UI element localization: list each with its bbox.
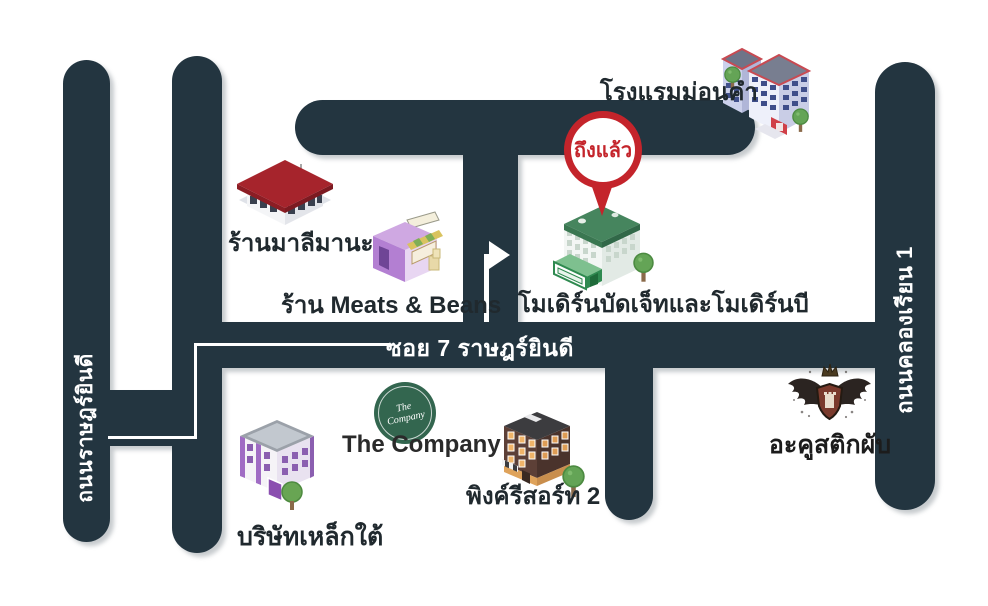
road-branch-to-destination [463, 120, 518, 330]
tree-icon [724, 64, 741, 92]
road-top-horizontal [295, 100, 755, 155]
place-label-modern-budget: โมเดิร์นบัดเจ็ทและโมเดิร์นบี [518, 291, 809, 318]
arrival-badge-label: ถึงแล้ว [573, 140, 633, 162]
road-label-soi-7: ซอย 7 ราษฎร์ยินดี [386, 335, 574, 361]
route-line [194, 343, 389, 346]
modern-budget-building-illustration [552, 190, 652, 294]
the-company-logo: The Company [374, 382, 436, 444]
acoustic-pub-emblem-illustration [782, 360, 877, 438]
hotel-building-illustration [715, 25, 820, 140]
place-label-the-company: The Company [342, 431, 501, 458]
route-line [194, 346, 197, 439]
arrival-badge: ถึงแล้ว [564, 111, 642, 216]
route-arrow-icon [489, 241, 510, 269]
arrival-badge-circle: ถึงแล้ว [564, 111, 642, 189]
meats-and-beans-building-illustration [365, 210, 445, 296]
place-label-pink-resort: พิงค์รีสอร์ท 2 [466, 483, 601, 510]
road-second-vertical [172, 56, 222, 553]
place-label-hotel: โรงแรมม่อนคำ [600, 79, 758, 106]
road-label-thanon-klong-rian-1: ถนนคลองเรียน 1 [892, 246, 917, 414]
malee-shop-building-illustration [235, 148, 335, 236]
place-label-acoustic-pub: อะคูสติกผับ [768, 431, 892, 459]
place-label-steel-company: บริษัทเหล็กใต้ [237, 523, 384, 551]
route-arrow-tail [484, 254, 489, 322]
pink-resort-building-illustration [492, 398, 582, 494]
tree-icon [792, 106, 809, 134]
road-thanon-klong-rian-1 [875, 62, 935, 510]
steel-company-building-illustration [230, 408, 325, 514]
place-label-meats-and-beans: ร้าน Meats & Beans [281, 292, 502, 319]
road-branch-south [605, 345, 653, 520]
arrival-badge-pointer [591, 184, 613, 216]
route-line [108, 436, 196, 439]
tree-icon [633, 250, 654, 284]
road-label-thanon-ratyindee: ถนนราษฎร์ยินดี [74, 353, 97, 503]
the-company-logo-text: The Company [386, 400, 427, 428]
place-label-malee-shop: ร้านมาลีมานะ [228, 230, 374, 257]
road-thanon-ratyindee [63, 60, 110, 542]
tree-icon [562, 462, 585, 500]
